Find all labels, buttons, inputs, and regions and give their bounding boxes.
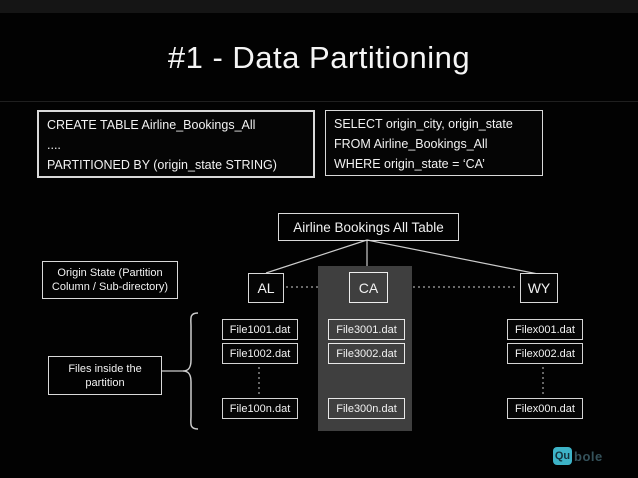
qubole-logo-text: bole [574, 448, 603, 464]
create-table-code-box: CREATE TABLE Airline_Bookings_All .... P… [37, 110, 315, 178]
code-line: CREATE TABLE Airline_Bookings_All [47, 118, 256, 132]
select-query-code-box: SELECT origin_city, origin_state FROM Ai… [325, 110, 543, 176]
file-node: File3002.dat [328, 343, 405, 364]
note-line: partition [85, 376, 125, 389]
file-node: Filex002.dat [507, 343, 583, 364]
curly-brace [182, 312, 199, 430]
code-line: .... [47, 138, 61, 152]
code-line: PARTITIONED BY (origin_state STRING) [47, 158, 277, 172]
file-node: File1002.dat [222, 343, 298, 364]
file-node: File3001.dat [328, 319, 405, 340]
code-line: WHERE origin_state = ‘CA’ [334, 157, 485, 171]
note-line: Files inside the [68, 362, 142, 375]
note-line: Origin State (Partition [57, 267, 163, 279]
code-line: FROM Airline_Bookings_All [334, 137, 488, 151]
qubole-logo: Qu bole [553, 447, 603, 465]
origin-state-note: Origin State (Partition Column / Sub-dir… [42, 261, 178, 299]
slide-title: #1 - Data Partitioning [167, 40, 471, 75]
partition-node-ca: CA [349, 272, 388, 303]
partition-node-al: AL [248, 273, 284, 303]
note-line: Column / Sub-directory) [51, 281, 169, 293]
top-strip [0, 0, 638, 13]
files-inside-note: Files inside the partition [48, 356, 162, 395]
file-node: File300n.dat [328, 398, 405, 419]
file-node: File100n.dat [222, 398, 298, 419]
file-node: Filex001.dat [507, 319, 583, 340]
code-line: SELECT origin_city, origin_state [334, 117, 513, 131]
title-divider [0, 101, 638, 102]
root-table-node: Airline Bookings All Table [278, 213, 459, 241]
file-node: Filex00n.dat [507, 398, 583, 419]
qubole-logo-badge: Qu [553, 447, 572, 465]
ca-partition-highlight [318, 266, 412, 431]
file-node: File1001.dat [222, 319, 298, 340]
partition-node-wy: WY [520, 273, 558, 303]
